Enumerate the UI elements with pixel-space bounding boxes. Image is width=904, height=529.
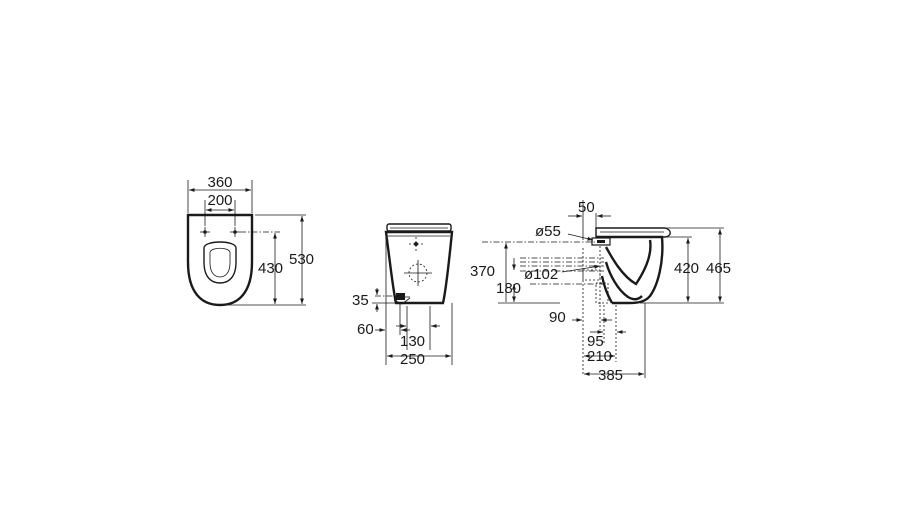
dim-side-outlet-height: 180 <box>496 280 521 297</box>
dim-side-outlet-wall-distance: 90 <box>549 309 566 326</box>
top-view: 360 200 430 530 <box>186 174 314 307</box>
dim-side-overall-height: 465 <box>706 260 731 277</box>
top-view-fixing-left-icon <box>200 227 210 237</box>
dim-rear-inlet-height: 35 <box>352 292 369 309</box>
side-view: 50 ø55 ø102 370 180 90 95 210 385 420 46 <box>470 199 731 384</box>
side-view-body <box>596 235 664 305</box>
dim-top-overall-depth: 530 <box>289 251 314 268</box>
dim-side-overall-projection: 385 <box>598 367 623 384</box>
dim-side-inlet-height: 370 <box>470 263 495 280</box>
dim-rear-fixing-spacing: 130 <box>400 333 425 350</box>
dim-side-rim-height: 420 <box>674 260 699 277</box>
dim-rear-inlet-offset: 60 <box>357 321 374 338</box>
rear-view-seat <box>386 223 452 232</box>
dim-side-outlet-diameter: ø102 <box>524 266 558 283</box>
top-view-seat-inner <box>209 247 231 278</box>
side-view-seat <box>595 227 671 238</box>
top-view-seat-opening <box>203 241 237 284</box>
rear-view-outlet-icon <box>404 260 432 286</box>
dim-top-fixing-spacing: 200 <box>207 192 232 209</box>
dim-rear-base-width: 250 <box>400 351 425 368</box>
rear-view: 35 60 130 250 <box>352 223 454 368</box>
rear-view-body <box>384 230 454 305</box>
rear-view-seat-fixing-icon <box>409 237 423 252</box>
dim-side-fixing-distance: 210 <box>587 348 612 365</box>
dim-side-outlet-offset: 95 <box>587 333 604 350</box>
dim-side-seat-offset: 50 <box>578 199 595 216</box>
dim-top-overall-width: 360 <box>207 174 232 191</box>
dim-side-inlet-diameter: ø55 <box>535 223 561 240</box>
rear-view-inlet-icon <box>393 293 411 305</box>
dim-top-fixing-to-front: 430 <box>258 260 283 277</box>
side-view-trapway <box>604 239 652 286</box>
top-view-fixing-right-icon <box>230 227 240 237</box>
top-view-bowl-outline <box>186 213 254 307</box>
